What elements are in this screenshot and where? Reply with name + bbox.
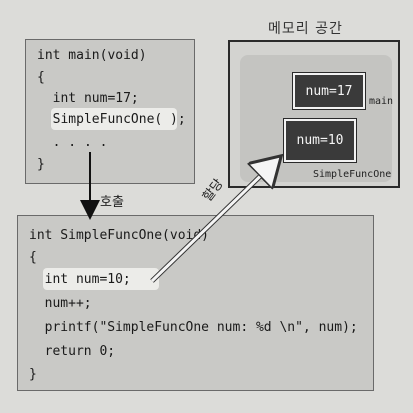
declaration-highlight bbox=[43, 268, 159, 290]
code-line: { bbox=[29, 250, 37, 265]
simplefuncone-variable-box: num=10 bbox=[283, 118, 357, 163]
call-label: 호출 bbox=[100, 195, 124, 210]
main-variable-box: num=17 bbox=[292, 72, 366, 110]
code-line: return 0; bbox=[29, 344, 116, 359]
code-line: num++; bbox=[29, 296, 92, 311]
code-line: SimpleFuncOne( ); bbox=[37, 112, 186, 127]
code-line: } bbox=[37, 157, 45, 172]
code-line: int main(void) bbox=[37, 48, 147, 63]
memory-space-title: 메모리 공간 bbox=[268, 21, 343, 37]
code-line: int SimpleFuncOne(void) bbox=[29, 228, 210, 243]
simplefuncone-frame-label: SimpleFuncOne bbox=[313, 169, 392, 180]
simplefuncone-code-box: int SimpleFuncOne(void) { int num=10; nu… bbox=[17, 215, 374, 391]
code-line: { bbox=[37, 70, 45, 85]
allocation-arrow bbox=[150, 160, 277, 283]
call-highlight bbox=[51, 108, 177, 130]
main-function-code-box: int main(void) { int num=17; SimpleFuncO… bbox=[25, 39, 195, 184]
code-line: } bbox=[29, 367, 37, 382]
code-line: . . . . bbox=[37, 135, 108, 150]
code-line: int num=17; bbox=[37, 91, 139, 106]
code-line: printf("SimpleFuncOne num: %d \n", num); bbox=[29, 320, 358, 335]
main-frame-label: main bbox=[369, 96, 394, 107]
code-line: int num=10; bbox=[29, 272, 131, 287]
